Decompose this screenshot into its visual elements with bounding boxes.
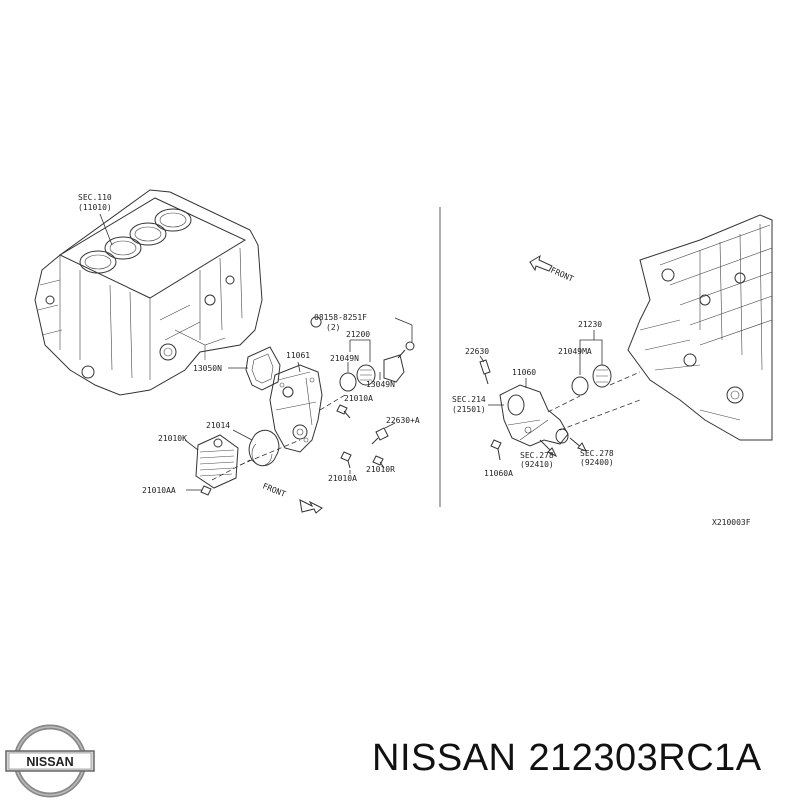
label-08158-qty: (2) (326, 323, 340, 332)
part-number: 212303RC1A (528, 737, 762, 779)
front-arrow-right (529, 254, 553, 272)
bolt-21010r (372, 455, 385, 469)
engine-head-illustration (627, 214, 773, 441)
o-ring-21049ma (571, 376, 589, 396)
label-11060: 11060 (512, 368, 536, 377)
label-21200: 21200 (346, 330, 370, 339)
label-sec214: SEC.214 (452, 395, 486, 404)
front-arrow-left (299, 499, 323, 514)
label-21230: 21230 (578, 320, 602, 329)
bolt-11060a (490, 439, 502, 461)
thermostat-21200 (356, 364, 376, 386)
sensor-22630a (371, 427, 389, 445)
label-21049ma: 21049MA (558, 347, 592, 356)
label-13050n: 13050N (193, 364, 222, 373)
label-sec278-a: SEC.278 (520, 451, 554, 460)
label-22630a: 22630+A (386, 416, 420, 425)
water-outlet-housing (269, 364, 323, 453)
nissan-logo: NISSAN (5, 724, 95, 798)
label-21010k: 21010K (158, 434, 187, 443)
label-sec278-b-code: (92400) (580, 458, 614, 467)
label-sec278-b: SEC.278 (580, 449, 614, 458)
o-ring-21049n (339, 372, 357, 392)
label-21010aa: 21010AA (142, 486, 176, 495)
oil-cooler-21010k (195, 434, 239, 489)
label-21010a-2: 21010A (328, 474, 357, 483)
nissan-logo-text: NISSAN (26, 755, 73, 769)
label-drawing-code: X210003F (712, 518, 751, 527)
label-21010a-1: 21010A (344, 394, 373, 403)
label-08158: 08158-8251F (314, 313, 367, 322)
housing-13049n (383, 341, 415, 383)
brand-name: NISSAN (372, 737, 517, 779)
gasket-13050n (245, 346, 281, 391)
brand-part-title: NISSAN 212303RC1A (372, 737, 762, 780)
label-11060a: 11060A (484, 469, 513, 478)
label-13049n: 13049N (366, 380, 395, 389)
gasket-21014 (248, 429, 280, 467)
sensor-22630 (479, 359, 491, 385)
label-sec214-code: (21501) (452, 405, 486, 414)
label-22630: 22630 (465, 347, 489, 356)
label-sec110-code: (11010) (78, 203, 112, 212)
label-21010r: 21010R (366, 465, 395, 474)
label-21049n: 21049N (330, 354, 359, 363)
label-sec278-a-code: (92410) (520, 460, 554, 469)
sec278-arrow-a (539, 439, 558, 458)
bolt-21010a-lower (340, 451, 352, 469)
sec278-arrow-b (569, 437, 588, 452)
thermostat-21230 (592, 364, 612, 388)
bolt-21010a-upper (336, 404, 351, 419)
bolt-21010aa (200, 485, 212, 496)
engine-block-illustration (34, 189, 263, 396)
label-11061: 11061 (286, 351, 310, 360)
label-front-left: FRONT (261, 482, 287, 499)
label-21014: 21014 (206, 421, 230, 430)
label-sec110: SEC.110 (78, 193, 112, 202)
label-front-right: FRONT (549, 266, 575, 284)
water-outlet-11060 (499, 384, 569, 447)
